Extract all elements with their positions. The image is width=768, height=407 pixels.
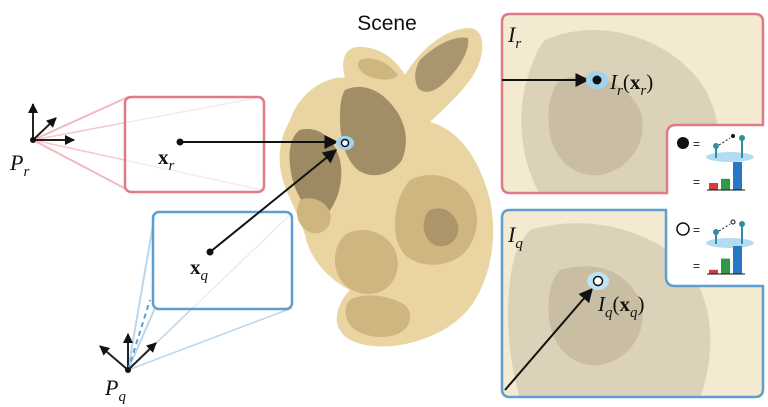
legend-filled-bar-1	[709, 183, 718, 190]
query-inset-title: Iq	[507, 222, 523, 252]
reference-inset-point	[592, 75, 602, 85]
query-inset	[500, 208, 765, 399]
query-image-plane	[151, 210, 294, 311]
legend-hollow-equals-1: =	[693, 223, 700, 237]
legend-hollow-probe-icon	[706, 219, 754, 248]
query-camera-label: Pq	[104, 375, 126, 405]
legend-filled-bar-3	[733, 162, 742, 190]
legend-filled-equals-2: =	[693, 175, 700, 189]
legend-filled-bar-2	[721, 178, 730, 190]
reference-inset-title: Ir	[507, 22, 521, 52]
legend-hollow-bar-3	[733, 246, 742, 274]
surface-point	[340, 138, 350, 148]
reference-inset	[500, 12, 765, 195]
legend-filled-equals-1: =	[693, 137, 700, 151]
legend-filled: = =	[677, 134, 754, 191]
legend-hollow-bar-1	[709, 269, 718, 274]
legend-hollow-dot	[676, 222, 690, 236]
legend-hollow: = =	[676, 219, 754, 275]
scene-title: Scene	[357, 12, 417, 35]
legend-hollow-bar-2	[721, 258, 730, 274]
query-ray-arrow	[209, 149, 338, 253]
bunny-model	[279, 28, 494, 347]
legend-hollow-histogram	[707, 246, 745, 275]
reference-pixel-label: xr	[158, 145, 175, 174]
reference-inset-readout: Ir(xr)	[609, 70, 653, 99]
query-pixel-label: xq	[190, 255, 209, 284]
reference-image-plane	[123, 95, 266, 194]
legend-hollow-equals-2: =	[693, 259, 700, 273]
legend-filled-histogram	[707, 162, 745, 191]
query-inset-readout: Iq(xq)	[597, 292, 645, 321]
reference-camera-label: Pr	[9, 150, 29, 180]
query-inset-point	[592, 275, 604, 287]
legend-filled-dot	[677, 137, 689, 149]
query-inset-arrow	[504, 287, 593, 391]
reference-camera-axes	[28, 103, 75, 145]
query-camera-axes	[99, 299, 157, 373]
legend-filled-probe-icon	[706, 134, 754, 162]
